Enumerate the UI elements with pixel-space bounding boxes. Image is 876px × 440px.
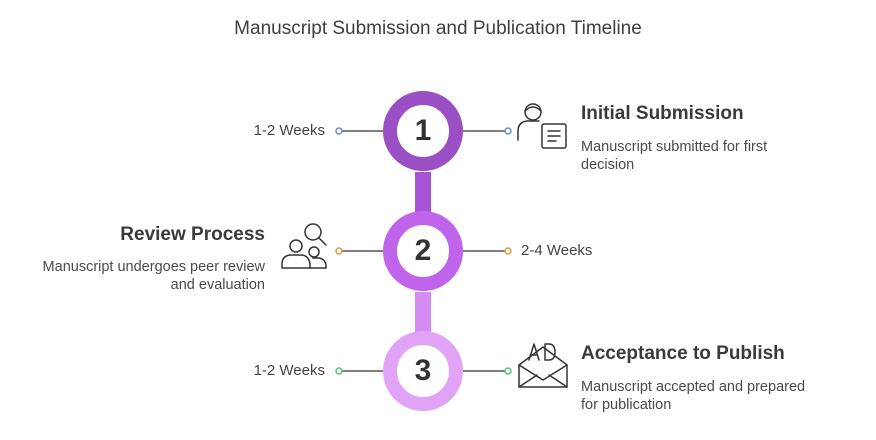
step-3-right-dot bbox=[504, 367, 512, 375]
step-2-circle bbox=[383, 211, 463, 291]
step-1-circle bbox=[383, 91, 463, 171]
step-2-duration: 2-4 Weeks bbox=[521, 242, 593, 259]
step-1-description: Manuscript submitted for first decision bbox=[581, 139, 768, 173]
connector-2-3 bbox=[415, 292, 431, 332]
step-1-title: Initial Submission bbox=[581, 103, 744, 124]
step-1-right-dot bbox=[504, 127, 512, 135]
step-3-number: 3 bbox=[414, 354, 432, 387]
diagram-title: Manuscript Submission and Publication Ti… bbox=[234, 18, 642, 39]
step-2-number: 2 bbox=[414, 234, 432, 267]
connector-1-2 bbox=[415, 172, 431, 212]
step-2-left-dot bbox=[335, 247, 343, 255]
step-2-description: Manuscript undergoes peer review and eva… bbox=[42, 259, 265, 293]
people-search-icon bbox=[281, 223, 327, 269]
step-3-duration: 1-2 Weeks bbox=[253, 362, 325, 379]
step-3-left-dot bbox=[335, 367, 343, 375]
step-3-circle bbox=[383, 331, 463, 411]
step-1-left-dot bbox=[335, 127, 343, 135]
ad-envelope-icon bbox=[518, 343, 568, 388]
step-2-title: Review Process bbox=[120, 224, 265, 245]
step-3-description: Manuscript accepted and prepared for pub… bbox=[581, 379, 806, 413]
step-2-right-dot bbox=[504, 247, 512, 255]
step-1-duration: 1-2 Weeks bbox=[253, 122, 325, 139]
person-document-icon bbox=[517, 103, 567, 149]
step-3-title: Acceptance to Publish bbox=[581, 343, 785, 364]
step-1-number: 1 bbox=[414, 114, 432, 147]
